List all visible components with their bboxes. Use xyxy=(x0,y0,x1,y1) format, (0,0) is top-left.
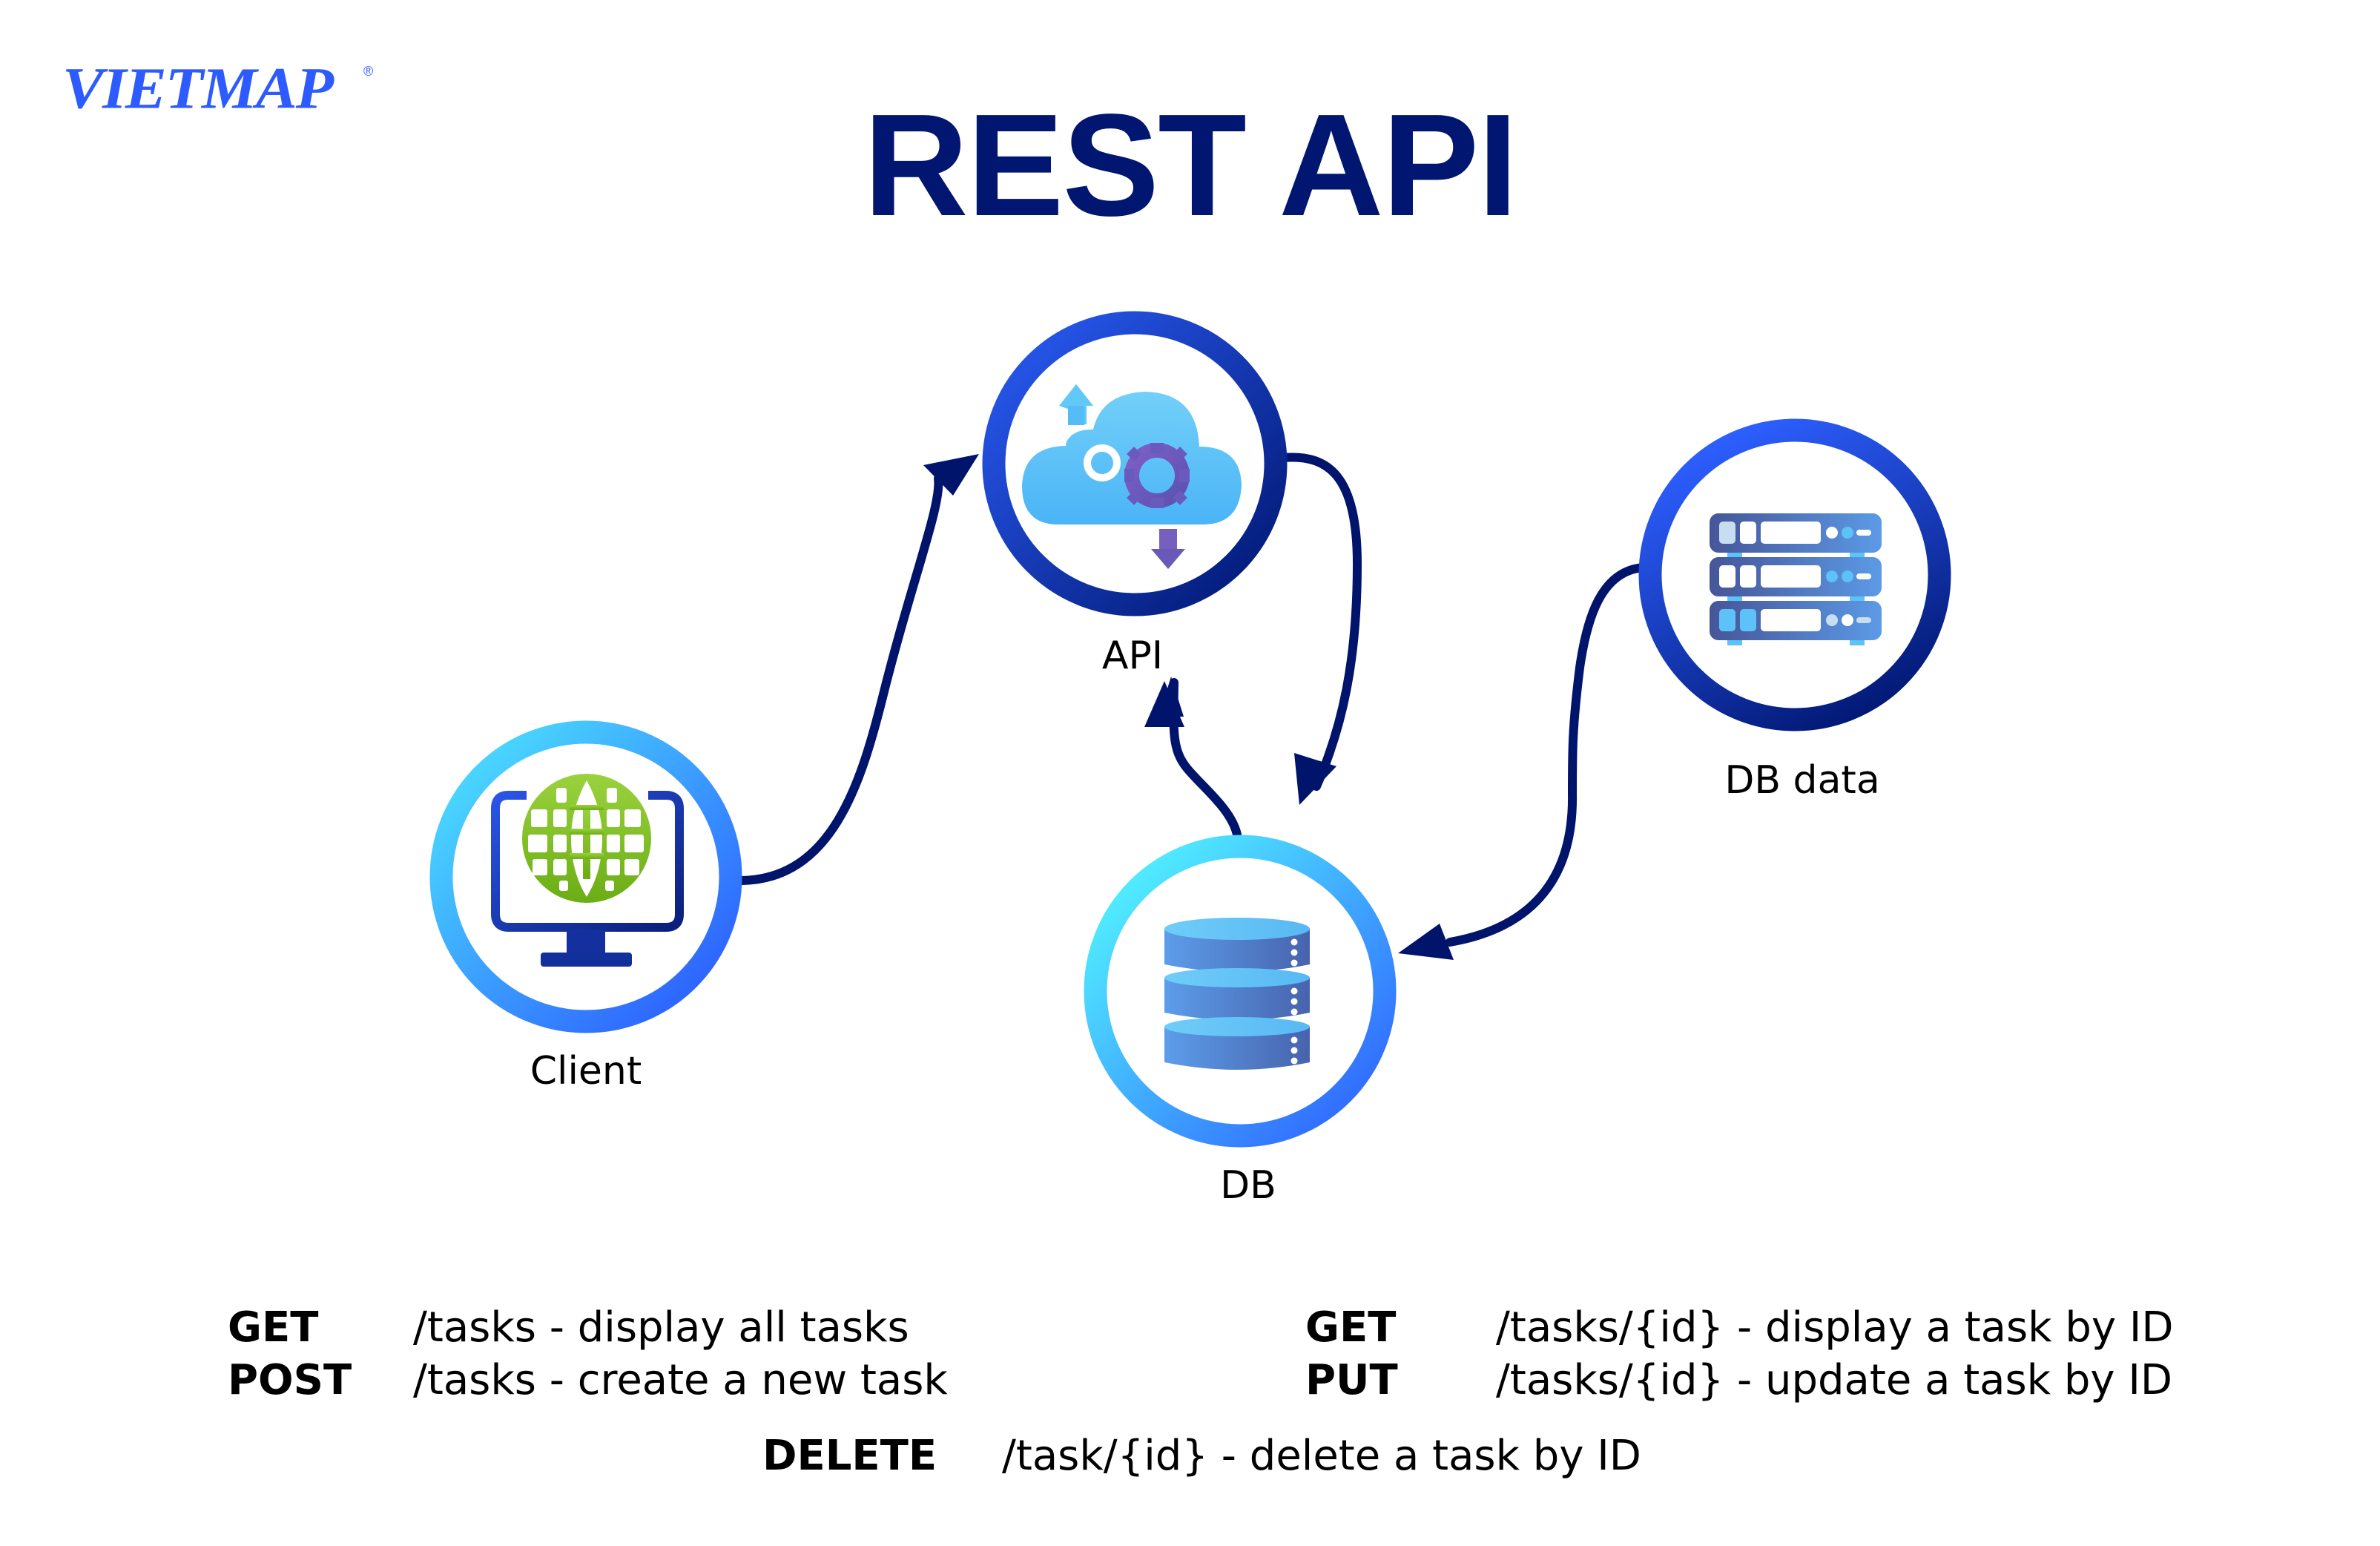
endpoint-method: DELETE xyxy=(762,1432,937,1480)
node-label-client: Client xyxy=(530,1049,642,1093)
server-rack-icon xyxy=(1710,513,1882,645)
arrowhead xyxy=(1144,681,1184,727)
arrow-client-to-api xyxy=(737,454,979,885)
endpoint-method: POST xyxy=(228,1356,352,1404)
node-db xyxy=(1084,835,1397,1148)
endpoint-description: /tasks - display all tasks xyxy=(413,1303,909,1352)
arrowhead xyxy=(1294,753,1336,805)
endpoint-description: /task/{id} - delete a task by ID xyxy=(1002,1432,1641,1480)
arrowhead xyxy=(923,454,979,496)
node-client xyxy=(429,720,742,1033)
registered-mark: ® xyxy=(363,64,374,79)
arrow-db-to-api xyxy=(1144,677,1242,839)
node-label-db: DB xyxy=(1220,1163,1276,1208)
node-api xyxy=(982,311,1288,616)
arrow-dbdata-to-db xyxy=(1398,563,1647,960)
endpoint-description: /tasks/{id} - update a task by ID xyxy=(1496,1356,2172,1404)
cloud-gears-icon xyxy=(1022,384,1242,569)
endpoint-method: PUT xyxy=(1305,1356,1398,1404)
endpoint-description: /tasks/{id} - display a task by ID xyxy=(1496,1303,2174,1352)
node-db-data xyxy=(1638,418,1951,731)
database-icon xyxy=(1164,918,1310,1070)
page-title: REST API xyxy=(863,84,1518,246)
endpoint-method: GET xyxy=(228,1303,319,1352)
endpoint-method: GET xyxy=(1305,1303,1397,1352)
arrow-api-to-db xyxy=(1279,453,1362,805)
monitor-globe-icon xyxy=(491,774,684,967)
vietmap-logo: VIETMAP xyxy=(62,56,334,122)
node-label-db-data: DB data xyxy=(1724,758,1880,803)
node-label-api: API xyxy=(1101,634,1164,678)
arrowhead xyxy=(1398,924,1454,960)
endpoint-description: /tasks - create a new task xyxy=(413,1356,948,1404)
globe-icon xyxy=(522,774,651,903)
